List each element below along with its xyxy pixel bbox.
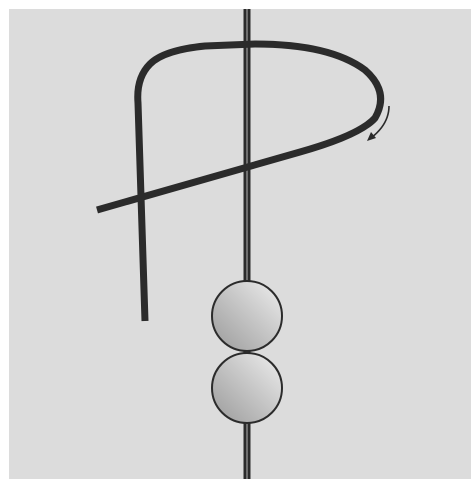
bead-lower xyxy=(212,353,282,423)
looped-cord xyxy=(97,44,381,321)
bead-upper xyxy=(212,281,282,351)
